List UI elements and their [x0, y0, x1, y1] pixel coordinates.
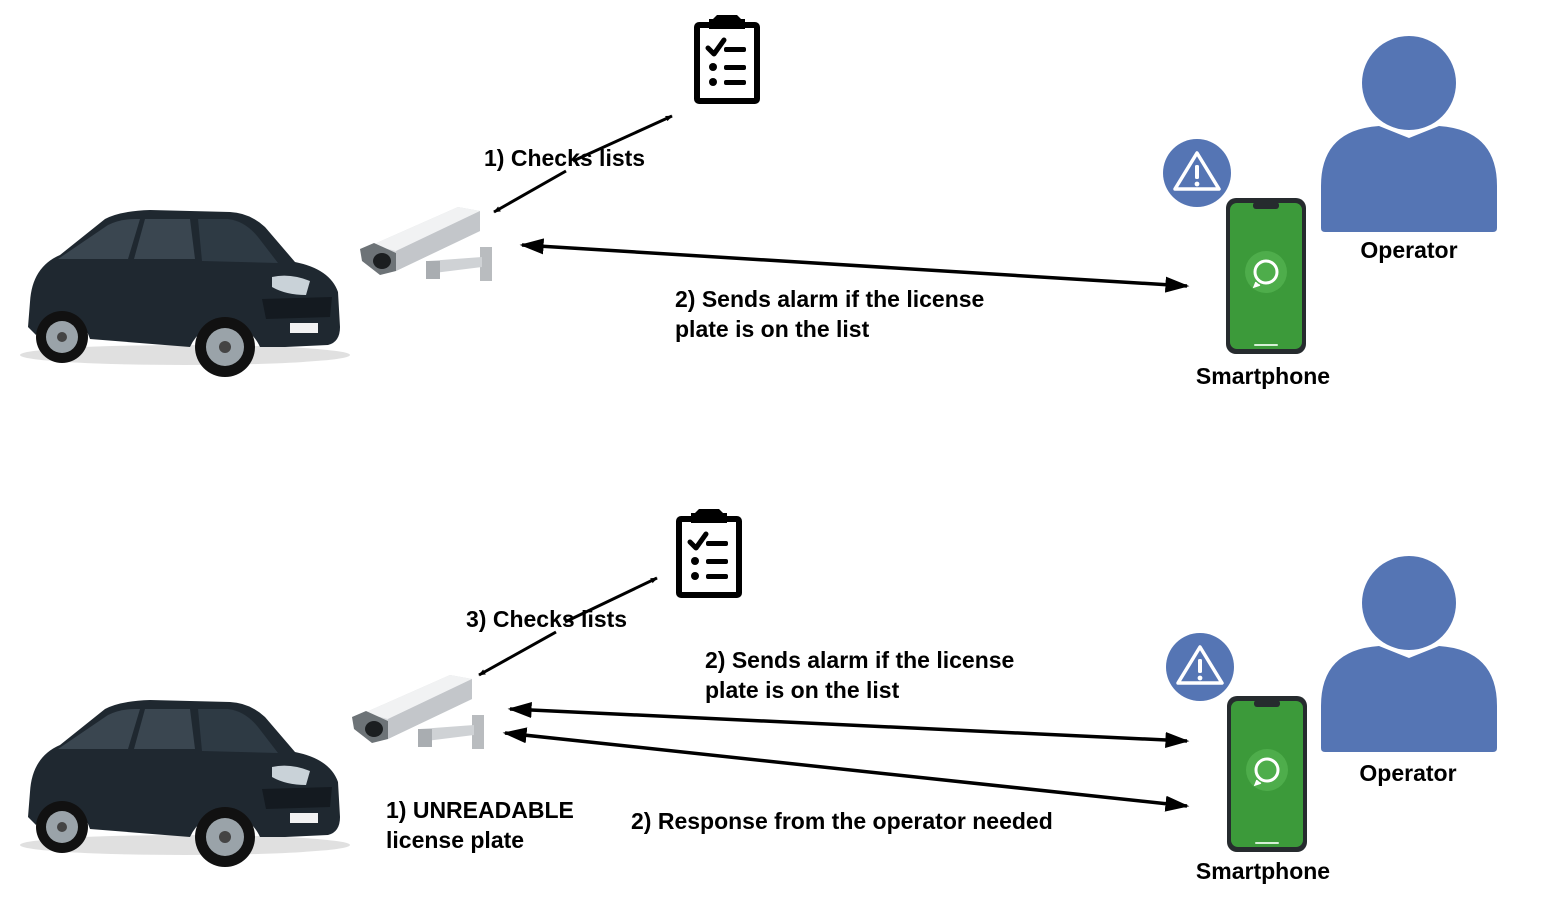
label-operator: Operator — [1359, 760, 1457, 786]
checklist-icon — [697, 15, 757, 101]
label-smartphone: Smartphone — [1195, 858, 1331, 884]
arrow-from-checklist — [493, 169, 567, 214]
label-operator: Operator — [1360, 237, 1458, 263]
camera-icon — [352, 675, 484, 749]
arrow-from-checklist — [478, 630, 557, 677]
operator-icon — [1321, 36, 1497, 232]
smartphone-icon — [1224, 196, 1308, 356]
car-icon — [20, 210, 350, 377]
arrow-response — [502, 727, 1190, 812]
arrow-to-checklist — [564, 576, 658, 624]
warning-icon — [1164, 631, 1236, 703]
smartphone-icon — [1225, 694, 1309, 854]
car-icon — [20, 700, 350, 867]
arrow-alarm — [507, 702, 1190, 748]
operator-icon — [1321, 556, 1497, 752]
label-checks-lists: 3) Checks lists — [466, 606, 628, 632]
label-checks-lists: 1) Checks lists — [484, 145, 646, 171]
label-sends-alarm: 2) Sends alarm if the license plate is o… — [675, 286, 985, 342]
label-response-needed: 2) Response from the operator needed — [631, 808, 1053, 834]
camera-icon — [360, 207, 492, 281]
checklist-icon — [679, 509, 739, 595]
label-sends-alarm: 2) Sends alarm if the license plate is o… — [705, 647, 1015, 703]
label-smartphone: Smartphone — [1195, 363, 1331, 389]
arrow-to-checklist — [572, 114, 673, 163]
label-unreadable-plate: 1) UNREADABLE license plate — [386, 797, 574, 853]
warning-icon — [1161, 137, 1233, 209]
arrow-camera-smartphone — [519, 238, 1190, 293]
